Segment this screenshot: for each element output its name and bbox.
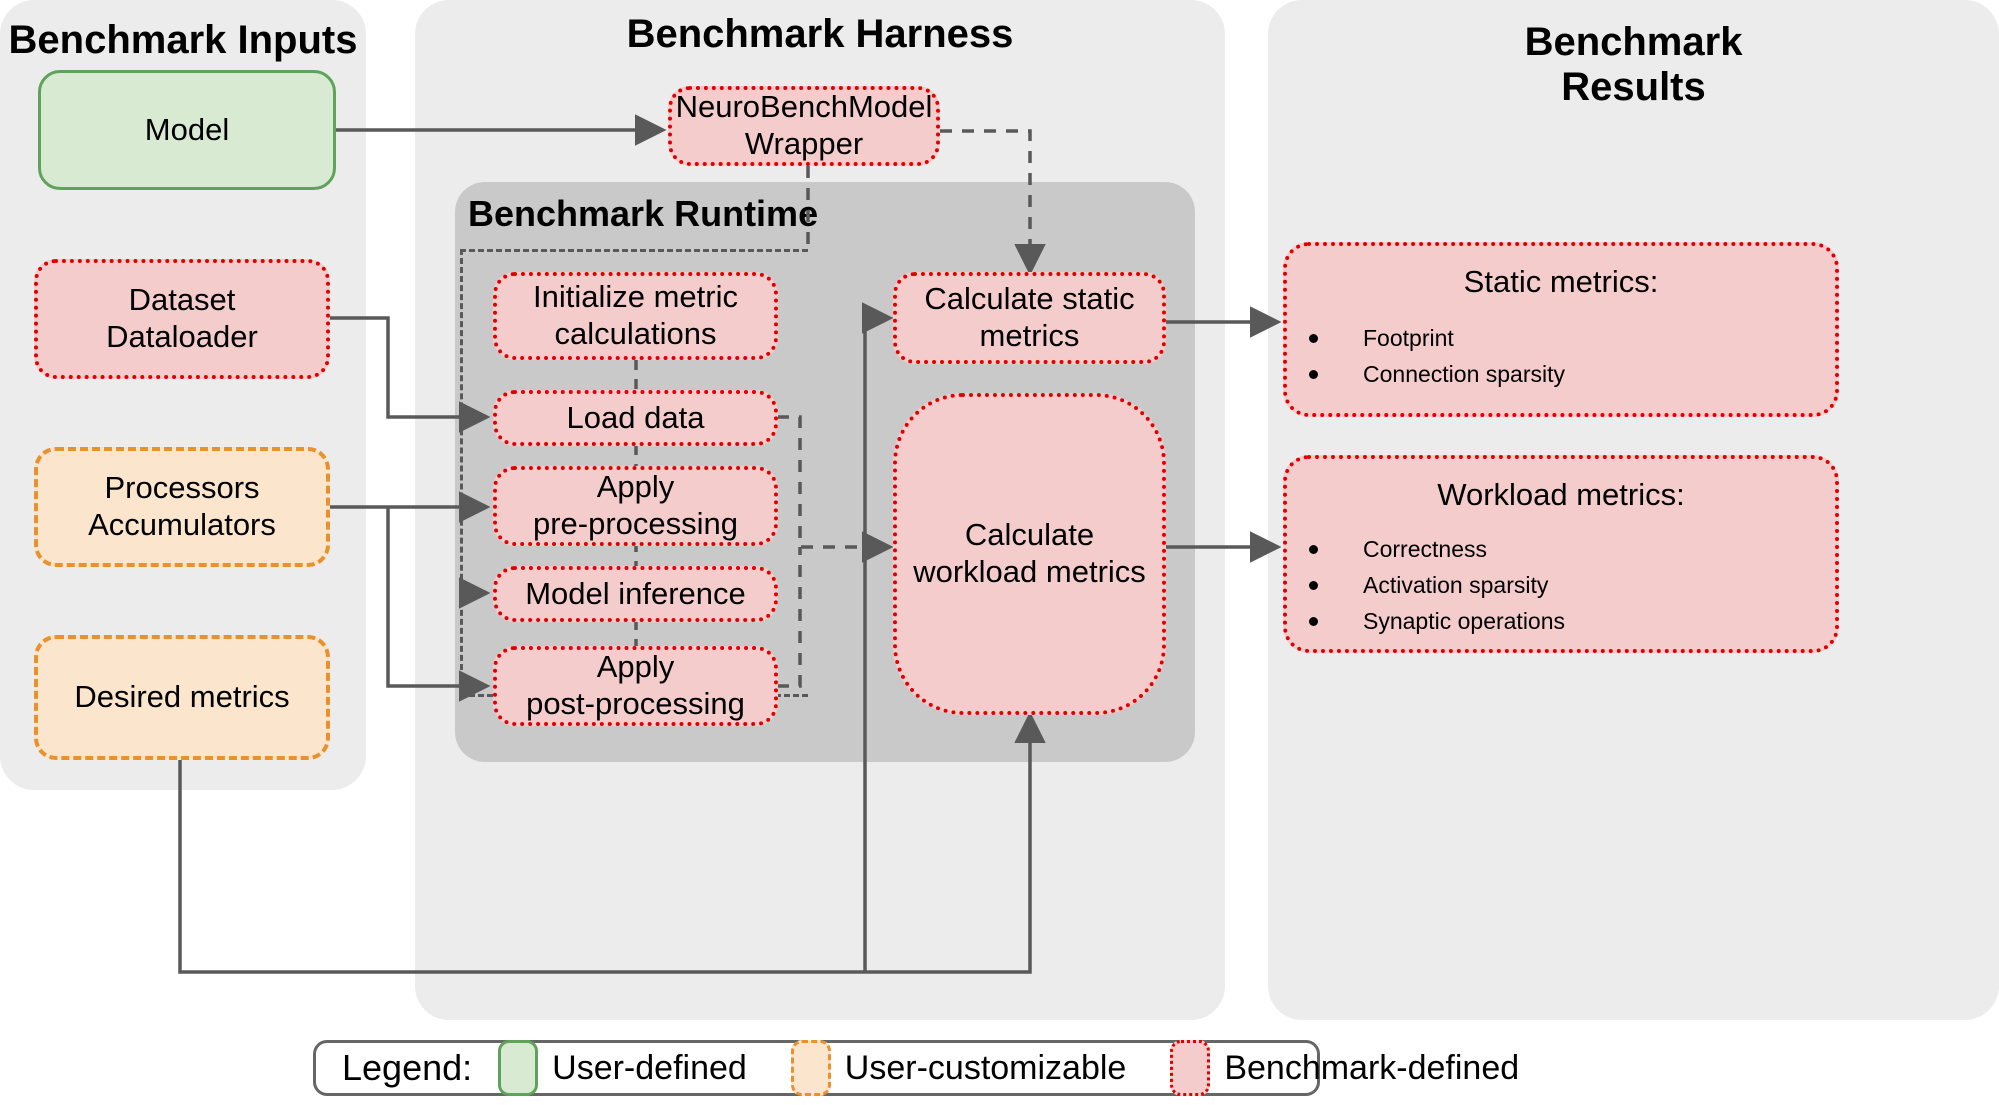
- legend-entry-user-customizable: User-customizable: [844, 1048, 1127, 1087]
- card-static-metrics[interactable]: Static metrics: Footprint Connection spa…: [1283, 242, 1839, 417]
- list-item: Connection sparsity: [1301, 356, 1565, 392]
- legend-entry-user-defined: User-defined: [552, 1048, 747, 1087]
- node-apply-pre-processing[interactable]: Apply pre-processing: [493, 466, 778, 546]
- legend-title: Legend:: [342, 1047, 473, 1088]
- panel-title-harness: Benchmark Harness: [626, 12, 1014, 56]
- card-static-metrics-list: Footprint Connection sparsity: [1301, 320, 1565, 392]
- list-item: Correctness: [1301, 531, 1565, 567]
- panel-title-inputs: Benchmark Inputs: [8, 18, 358, 62]
- node-model-inference[interactable]: Model inference: [493, 566, 778, 622]
- node-calculate-static-metrics[interactable]: Calculate static metrics: [893, 272, 1166, 364]
- list-item: Footprint: [1301, 320, 1565, 356]
- legend-entry-benchmark-defined: Benchmark-defined: [1224, 1048, 1520, 1087]
- list-item: Synaptic operations: [1301, 603, 1565, 639]
- panel-title-results: Benchmark Results: [1524, 20, 1743, 109]
- node-desired-metrics[interactable]: Desired metrics: [34, 635, 330, 760]
- node-model[interactable]: Model: [38, 70, 336, 190]
- card-static-metrics-title: Static metrics:: [1463, 264, 1659, 299]
- legend-swatch-benchmark-defined: [1170, 1040, 1211, 1096]
- card-workload-metrics-list: Correctness Activation sparsity Synaptic…: [1301, 531, 1565, 639]
- legend-swatch-user-customizable: [790, 1040, 831, 1096]
- card-workload-metrics-title: Workload metrics:: [1437, 477, 1685, 512]
- node-dataset-dataloader[interactable]: Dataset Dataloader: [34, 259, 330, 379]
- legend: Legend: User-defined User-customizable B…: [313, 1040, 1519, 1096]
- node-neurobenchmodel-wrapper[interactable]: NeuroBenchModel Wrapper: [668, 86, 940, 166]
- node-calculate-workload-metrics[interactable]: Calculate workload metrics: [893, 393, 1166, 715]
- list-item: Activation sparsity: [1301, 567, 1565, 603]
- panel-title-runtime: Benchmark Runtime: [468, 193, 819, 234]
- node-load-data[interactable]: Load data: [493, 390, 778, 446]
- legend-swatch-user-defined: [498, 1040, 539, 1096]
- node-processors-accumulators[interactable]: Processors Accumulators: [34, 447, 330, 567]
- node-apply-post-processing[interactable]: Apply post-processing: [493, 646, 778, 726]
- card-workload-metrics[interactable]: Workload metrics: Correctness Activation…: [1283, 455, 1839, 653]
- node-initialize-metric-calculations[interactable]: Initialize metric calculations: [493, 272, 778, 360]
